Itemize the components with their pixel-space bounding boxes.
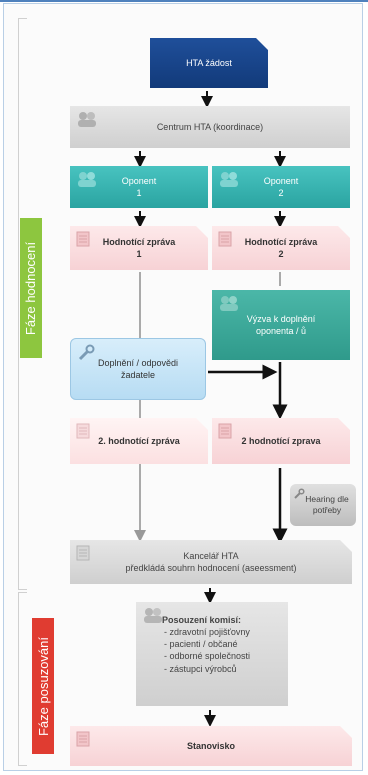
phase-bracket-hodnoceni (18, 18, 27, 590)
node-stanovisko: Stanovisko (70, 726, 352, 766)
komise-item: - pacienti / občané (164, 639, 238, 650)
wrench-icon (78, 344, 95, 361)
node-hodnotici-zprava-2: Hodnotící zpráva 2 (212, 226, 350, 270)
komise-item: - zdravotní pojišťovny (164, 627, 250, 638)
top-accent-bar (0, 0, 368, 2)
node-druha-zprava-1: 2. hodnotící zpráva (70, 418, 208, 464)
document-icon (218, 423, 232, 439)
node-kancelar-hta: Kancelář HTA předkládá souhrn hodnocení … (70, 540, 352, 584)
people-icon (144, 608, 162, 623)
phase-bracket-posuzovani (18, 592, 27, 766)
komise-title: Posouzení komisí: (162, 615, 242, 625)
node-vyzva-k-doplneni: Výzva k doplnění oponenta / ů (212, 290, 350, 360)
document-icon (76, 231, 90, 247)
komise-item: - zástupci výrobců (164, 663, 237, 674)
node-oponent-2: Oponent 2 (212, 166, 350, 208)
people-icon (78, 172, 96, 187)
people-icon (78, 112, 96, 127)
node-posouzeni-komisi: Posouzení komisí: - zdravotní pojišťovny… (136, 602, 288, 706)
node-centrum-hta: Centrum HTA (koordinace) (70, 106, 350, 148)
node-doplneni-zadatele: Doplnění / odpovědi žadatele (70, 338, 206, 400)
document-icon (218, 231, 232, 247)
document-icon (76, 423, 90, 439)
node-oponent-1: Oponent 1 (70, 166, 208, 208)
people-icon (220, 296, 238, 311)
node-hodnotici-zprava-1: Hodnotící zpráva 1 (70, 226, 208, 270)
node-hearing: Hearing dle potřeby (290, 484, 356, 526)
people-icon (220, 172, 238, 187)
document-icon (76, 545, 90, 561)
phase-label-hodnoceni: Fáze hodnocení (20, 218, 42, 358)
wrench-icon (294, 488, 305, 499)
komise-item: - odborné společnosti (164, 651, 251, 662)
node-hta-zadost: HTA žádost (150, 38, 268, 88)
phase-label-posuzovani: Fáze posuzování (32, 618, 54, 754)
node-druha-zprava-2: 2 hodnotící zprava (212, 418, 350, 464)
document-icon (76, 731, 90, 747)
